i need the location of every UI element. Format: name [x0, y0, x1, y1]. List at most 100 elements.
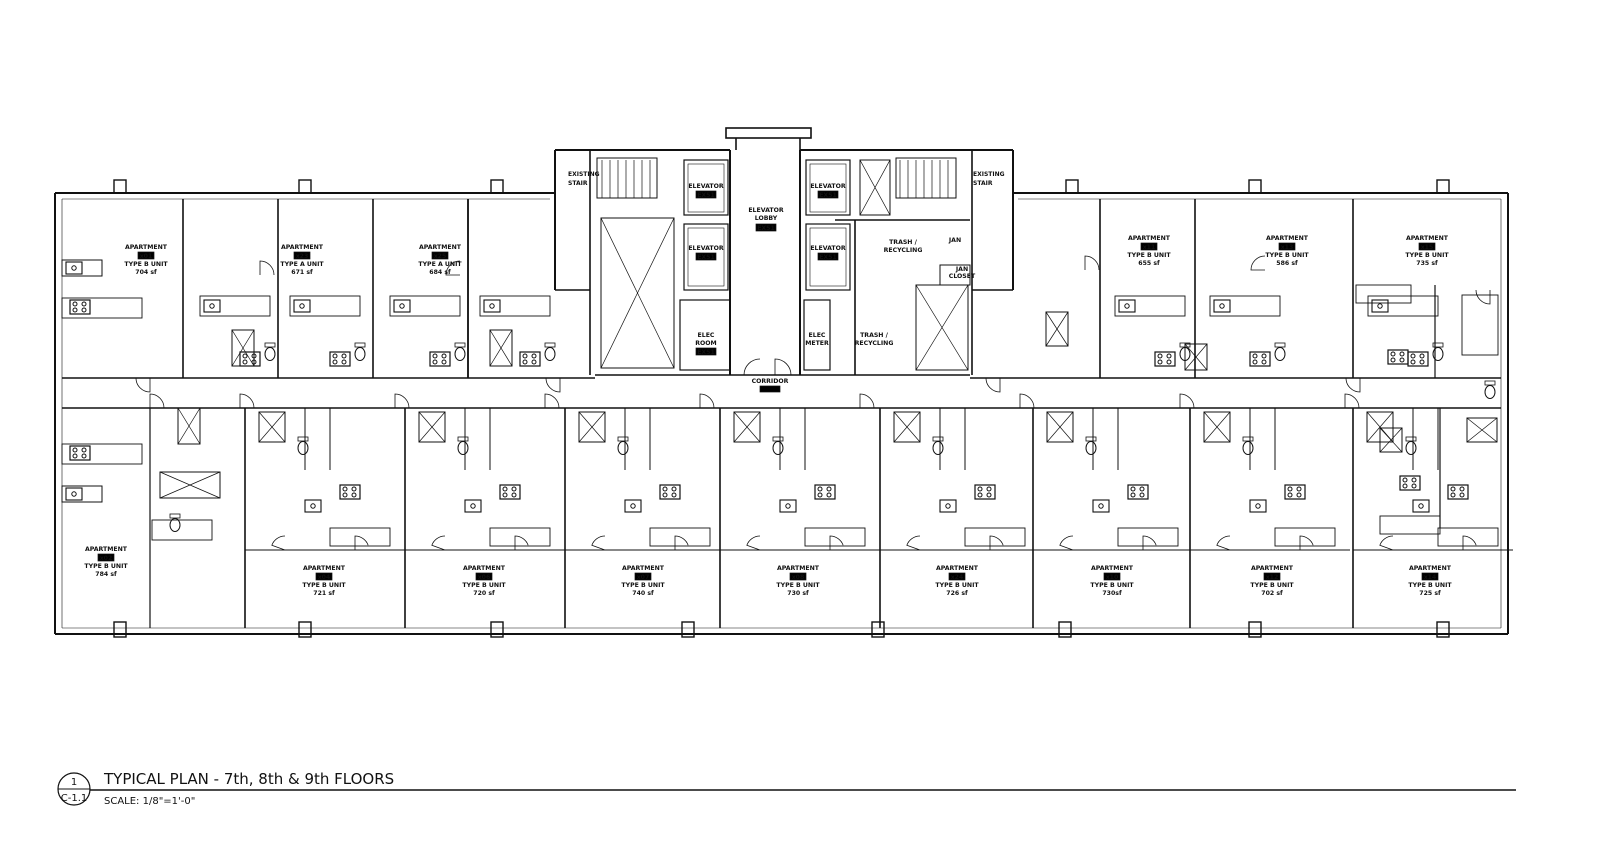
unit-x04-number: x04: [318, 574, 331, 581]
toilet-tank: [544, 342, 556, 348]
sink: [1118, 299, 1136, 313]
counter: [1355, 284, 1412, 304]
bedroom-door: [674, 535, 689, 550]
unit-x12-area: 702 sf: [1261, 590, 1283, 597]
closet-shaft: [1184, 343, 1208, 371]
unit-x04-label: APARTMENT: [303, 565, 346, 572]
burner: [1399, 357, 1405, 363]
toilet-tank: [264, 342, 276, 348]
burner: [986, 486, 992, 492]
stair-run-right: [895, 157, 957, 199]
sink: [393, 299, 411, 313]
unit-x25-area: 684 sf: [429, 269, 451, 276]
drain: [310, 503, 316, 509]
burner: [662, 486, 668, 492]
elec-tag-box: [695, 347, 717, 356]
unit-x04-type: TYPE B UNIT: [302, 582, 346, 589]
unit-x07-area: 740 sf: [632, 590, 654, 597]
elec-room-label: ELEC: [698, 332, 715, 339]
unit-x06-type: TYPE B UNIT: [462, 582, 506, 589]
toilet-tank: [932, 436, 944, 442]
burner: [341, 353, 347, 359]
door-swings: [135, 255, 1491, 551]
burner: [1296, 492, 1302, 498]
drain: [785, 503, 791, 509]
unit-x10-type: TYPE B UNIT: [1090, 582, 1134, 589]
burner: [351, 492, 357, 498]
counter: [964, 527, 1026, 547]
burner: [522, 359, 528, 365]
closet-shaft: [578, 411, 606, 443]
toilet-tank: [297, 436, 309, 442]
closet-shaft: [733, 411, 761, 443]
burner: [1411, 483, 1417, 489]
closet-shaft: [159, 471, 221, 499]
fixtures: [61, 157, 1499, 547]
toilet-tank: [1242, 436, 1254, 442]
range: [429, 351, 451, 367]
burner: [1410, 353, 1416, 359]
unit-x14-number-box: [1421, 572, 1439, 581]
unit-entry-door: [239, 393, 255, 409]
burner: [522, 353, 528, 359]
burner: [1130, 492, 1136, 498]
range: [659, 484, 681, 500]
trash-label-2: RECYCLING: [855, 340, 894, 347]
counter: [1114, 295, 1186, 317]
unit-x08-type: TYPE B UNIT: [776, 582, 820, 589]
burner: [1287, 492, 1293, 498]
unit-entry-door: [545, 377, 561, 393]
toilet: [454, 347, 466, 361]
drain: [209, 303, 215, 309]
burner: [341, 359, 347, 365]
trash-label: TRASH /: [889, 239, 918, 246]
unit-x08-number-box: [789, 572, 807, 581]
elevator-tag: EX51: [697, 192, 715, 199]
toilet-tank: [772, 436, 784, 442]
jan-closet-label: CLOSET: [949, 273, 976, 280]
unit-x02-number-box: [97, 553, 115, 562]
drain: [470, 503, 476, 509]
burner: [342, 492, 348, 498]
range: [329, 351, 351, 367]
closet-shaft: [1046, 411, 1074, 443]
burner: [72, 447, 78, 453]
unit-x06-number-box: [475, 572, 493, 581]
elec-tag: EX51: [697, 349, 715, 356]
drawing-scale: SCALE: 1/8"=1'-0": [104, 796, 195, 807]
unit-x24-number: x24: [951, 574, 964, 581]
unit-x25-type: TYPE A UNIT: [418, 261, 462, 268]
jan-label: JAN: [948, 237, 961, 244]
burner: [986, 492, 992, 498]
elevator-cab: [683, 159, 729, 216]
burner: [1261, 353, 1267, 359]
elevator-tag: EX51: [819, 254, 837, 261]
unit-x07-number: x07: [637, 574, 650, 581]
chase-shaft: [859, 159, 891, 216]
closet-shaft: [489, 329, 513, 367]
burner: [531, 359, 537, 365]
unit-x14-number: x14: [1424, 574, 1437, 581]
unit-x15-number: x15: [1421, 244, 1434, 251]
column: [1436, 621, 1450, 638]
unit-x01-number-box: [137, 251, 155, 260]
elec-meter-label: ELEC: [809, 332, 826, 339]
burner: [671, 492, 677, 498]
burner: [1459, 492, 1465, 498]
elevator-lobby-label: ELEVATOR: [748, 207, 784, 214]
burner: [1402, 483, 1408, 489]
elec-meter-label: METER: [805, 340, 829, 347]
drain: [1098, 503, 1104, 509]
unit-x23-number: x23: [296, 253, 309, 260]
burner: [432, 359, 438, 365]
toilet: [297, 441, 309, 455]
unit-x24-label: APARTMENT: [936, 565, 979, 572]
unit-x24-area: 726 sf: [946, 590, 968, 597]
drain: [1377, 303, 1383, 309]
unit-x12-label: APARTMENT: [1251, 565, 1294, 572]
column: [298, 179, 312, 194]
sink: [1092, 499, 1110, 513]
burner: [1399, 351, 1405, 357]
stair-label-left: EXISTING: [568, 171, 600, 178]
unit-x24-type: TYPE B UNIT: [935, 582, 979, 589]
